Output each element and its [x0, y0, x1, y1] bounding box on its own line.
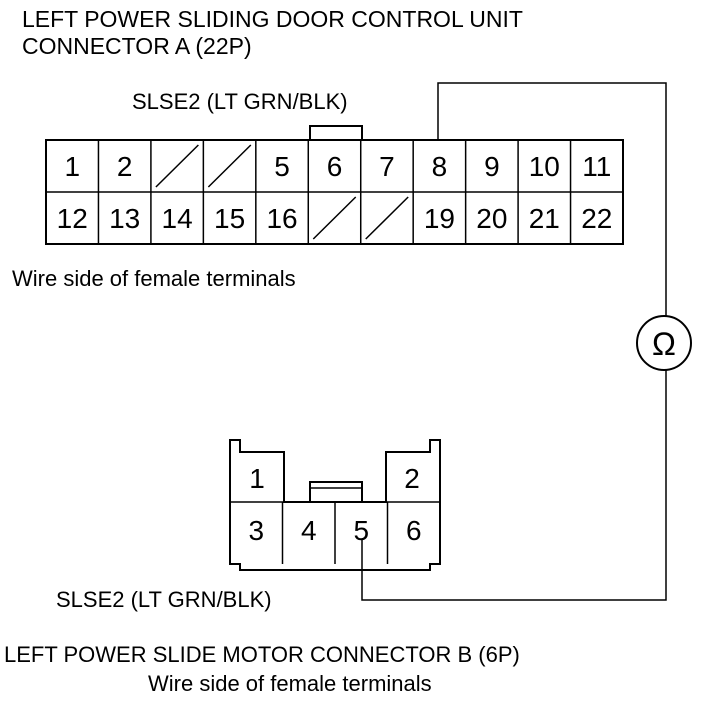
pin-label: 1	[249, 463, 265, 494]
pin-label: 10	[529, 151, 560, 182]
connector-b-wire-label: SLSE2 (LT GRN/BLK)	[56, 587, 272, 612]
pin-label: 15	[214, 203, 245, 234]
pin-label: 1	[64, 151, 80, 182]
pin-label: 11	[582, 151, 611, 182]
pin-label: 5	[353, 515, 369, 546]
pin-label: 8	[432, 151, 448, 182]
connector-a-subtitle: Wire side of female terminals	[12, 266, 296, 291]
empty-cavity	[207, 144, 252, 188]
ohmmeter-circle	[636, 315, 692, 371]
ohmmeter: Ω	[636, 315, 692, 371]
pin-label: 2	[117, 151, 133, 182]
pin-label: 2	[404, 463, 420, 494]
connector-b: 1 2 3 4 5 6	[229, 439, 441, 571]
pin-label: 19	[424, 203, 455, 234]
empty-cavity	[155, 144, 199, 188]
pin-label: 22	[581, 203, 612, 234]
pin-label: 7	[379, 151, 395, 182]
ohmmeter-symbol: Ω	[652, 326, 676, 362]
pin-label: 14	[162, 203, 193, 234]
empty-cavity	[312, 196, 357, 240]
pin-label: 4	[301, 515, 317, 546]
connector-a-title-line1: LEFT POWER SLIDING DOOR CONTROL UNIT	[22, 6, 523, 32]
connector-b-subtitle: Wire side of female terminals	[148, 671, 432, 696]
connector-a-title-line2: CONNECTOR A (22P)	[22, 33, 252, 59]
pin-label: 3	[248, 515, 264, 546]
pin-label: 20	[476, 203, 507, 234]
pin-label: 13	[109, 203, 140, 234]
connector-a-wire-label: SLSE2 (LT GRN/BLK)	[132, 89, 348, 114]
pin-label: 9	[484, 151, 500, 182]
pin-label: 6	[327, 151, 343, 182]
pin-label: 5	[274, 151, 290, 182]
empty-cavity	[365, 196, 409, 240]
pin-label: 21	[529, 203, 560, 234]
pin-label: 16	[266, 203, 297, 234]
connector-b-title: LEFT POWER SLIDE MOTOR CONNECTOR B (6P)	[4, 642, 520, 667]
pin-label: 12	[57, 203, 88, 234]
pin-label: 6	[406, 515, 422, 546]
probe-wire-a	[437, 82, 667, 316]
